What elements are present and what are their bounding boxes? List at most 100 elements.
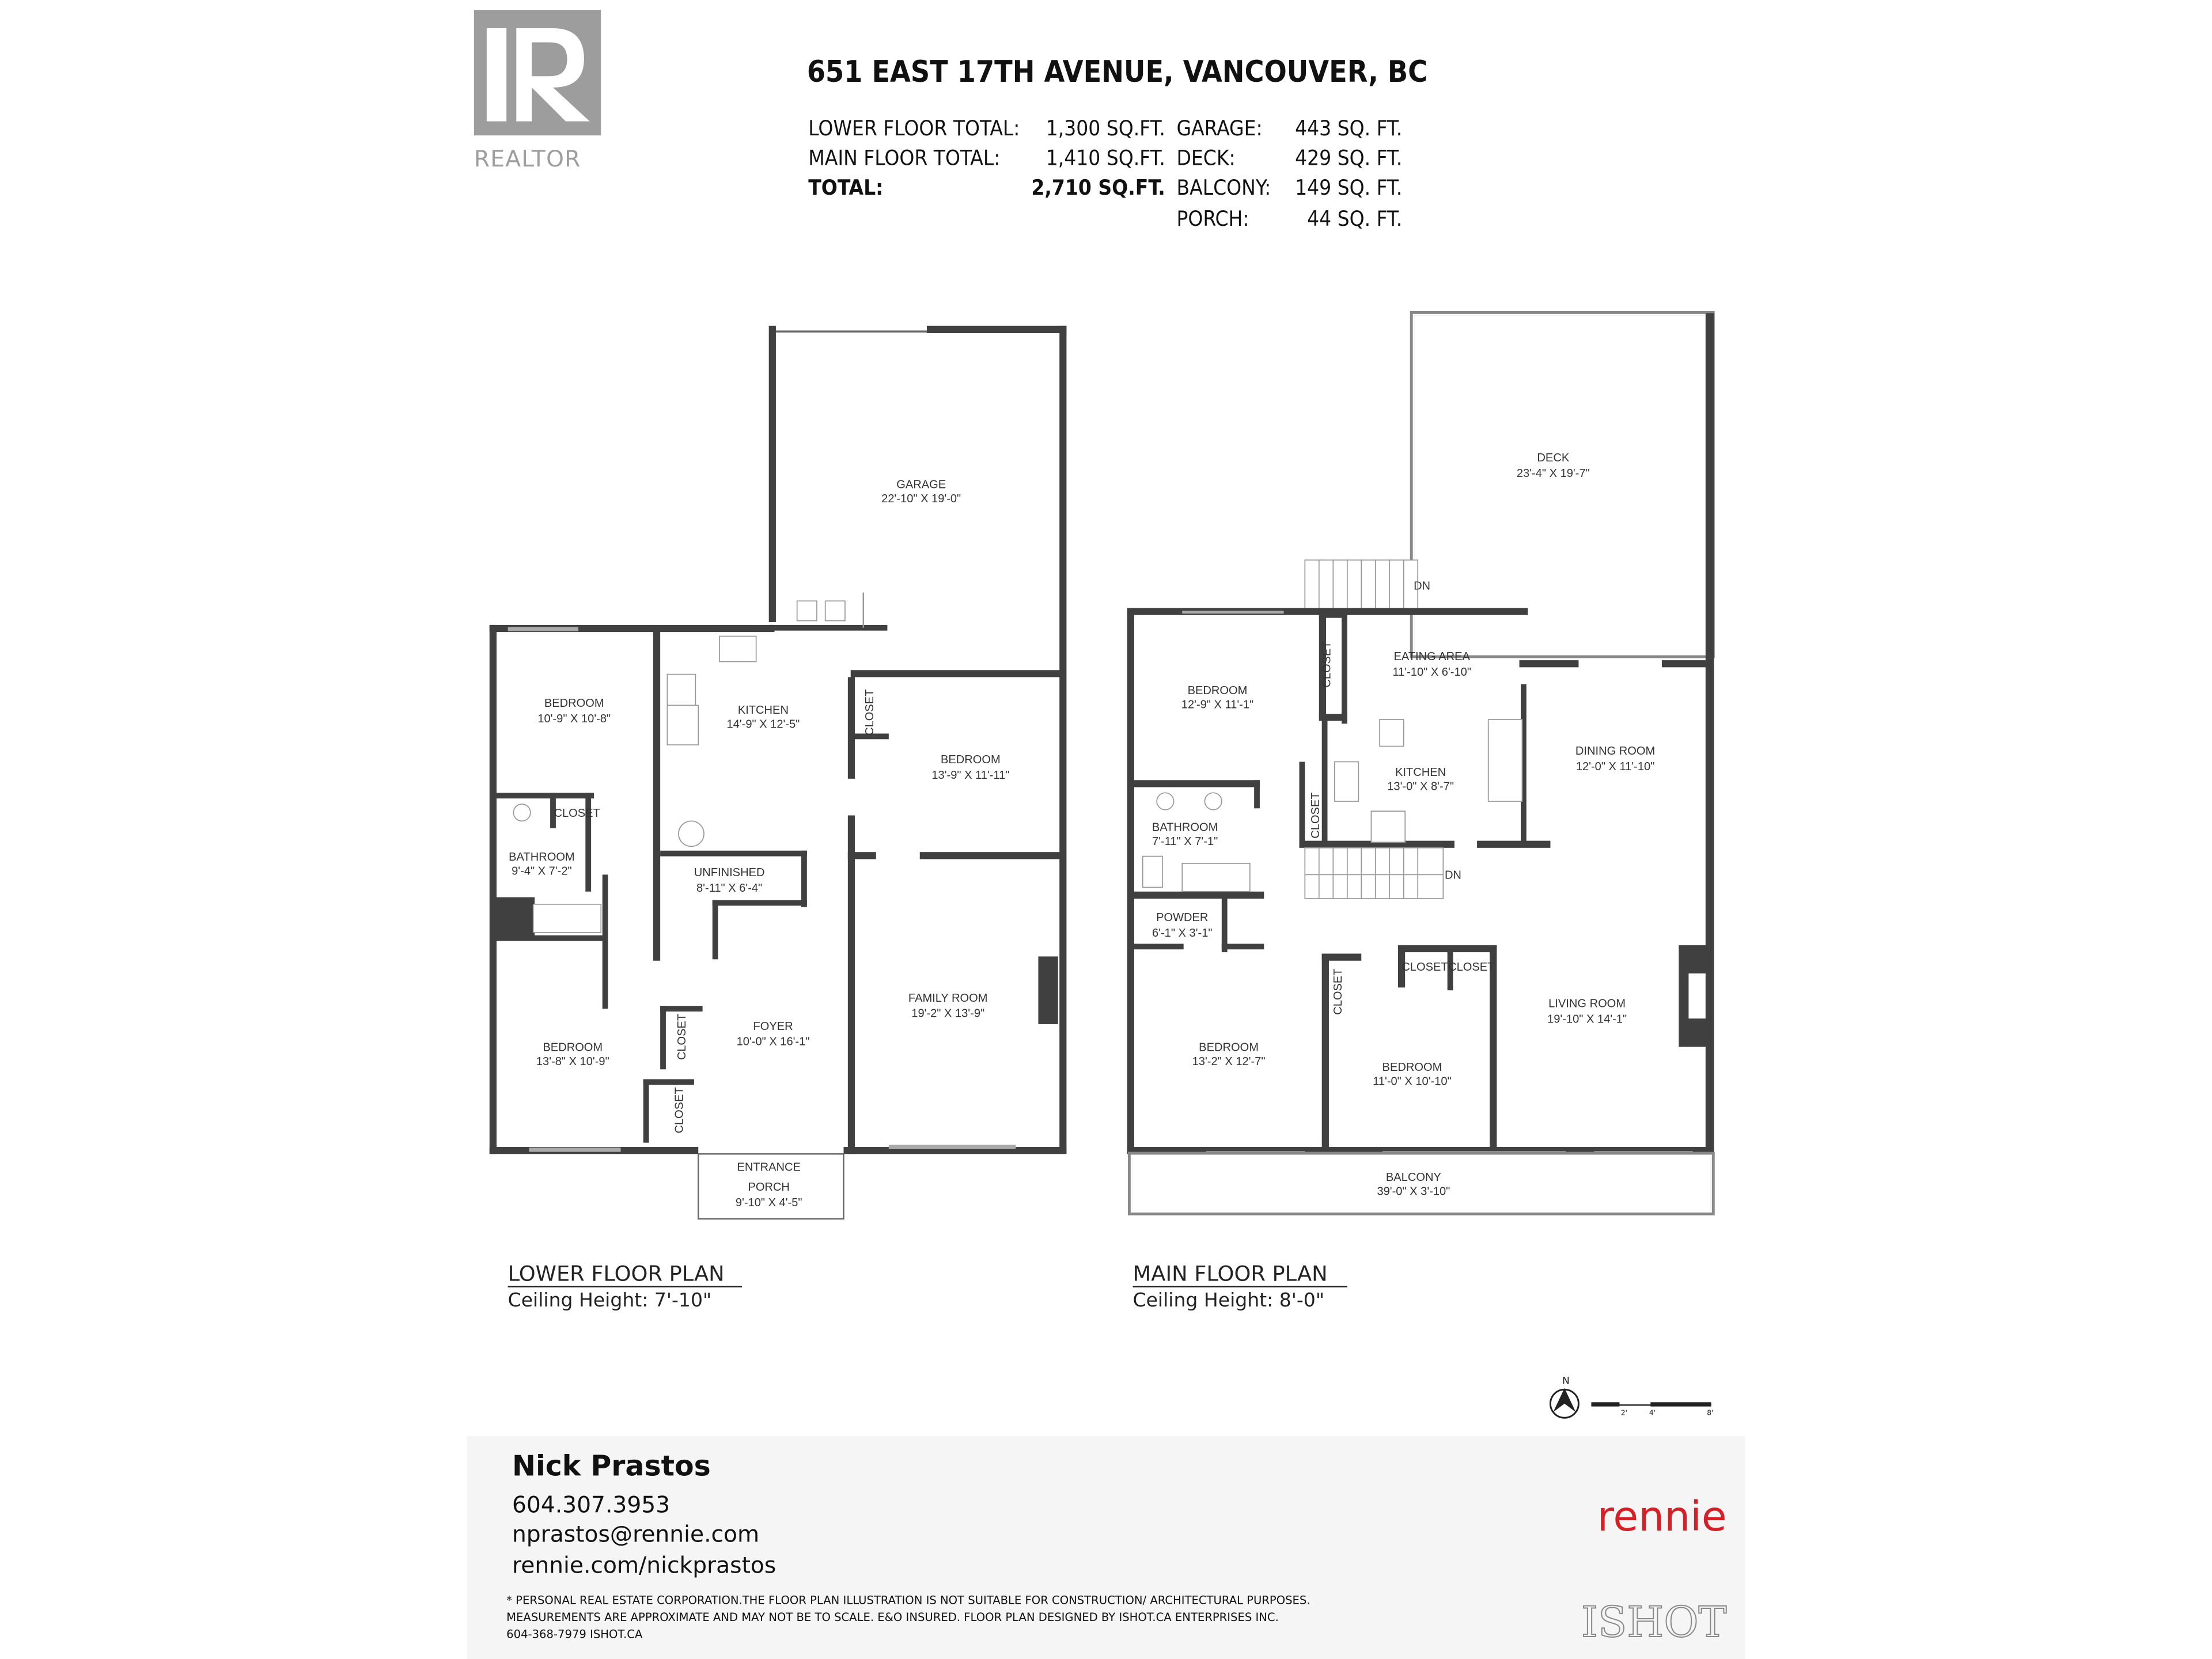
north-arrow-icon: N <box>1549 1375 1580 1419</box>
svg-text:8': 8' <box>1707 1408 1713 1416</box>
svg-text:BALCONY:: BALCONY: <box>1176 175 1271 200</box>
svg-text:429 SQ. FT.: 429 SQ. FT. <box>1295 146 1402 171</box>
svg-text:4': 4' <box>1649 1408 1656 1416</box>
svg-text:2,710 SQ.FT.: 2,710 SQ.FT. <box>1031 175 1165 200</box>
svg-text:14'-9" X 12'-5": 14'-9" X 12'-5" <box>726 718 800 731</box>
svg-text:CLOSET: CLOSET <box>1332 968 1344 1014</box>
svg-text:LOWER FLOOR TOTAL:: LOWER FLOOR TOTAL: <box>808 116 1020 141</box>
svg-text:CLOSET: CLOSET <box>554 807 600 820</box>
svg-text:MAIN FLOOR PLAN: MAIN FLOOR PLAN <box>1133 1262 1328 1286</box>
property-address: 651 EAST 17TH AVENUE, VANCOUVER, BC <box>807 55 1427 89</box>
svg-text:KITCHEN: KITCHEN <box>738 704 789 717</box>
svg-text:MEASUREMENTS ARE APPROXIMATE A: MEASUREMENTS ARE APPROXIMATE AND MAY NOT… <box>506 1611 1279 1624</box>
ishot-logo: ISHOT <box>1581 1598 1727 1647</box>
svg-text:BATHROOM: BATHROOM <box>1152 821 1218 834</box>
svg-text:BEDROOM: BEDROOM <box>544 697 604 710</box>
svg-text:13'-9" X 11'-11": 13'-9" X 11'-11" <box>931 769 1009 782</box>
agent-email[interactable]: nprastos@rennie.com <box>512 1522 759 1548</box>
svg-text:9'-4" X 7'-2": 9'-4" X 7'-2" <box>512 865 572 877</box>
main-floor-plan <box>1127 311 1715 1215</box>
svg-text:DINING ROOM: DINING ROOM <box>1575 745 1655 757</box>
svg-text:1,300 SQ.FT.: 1,300 SQ.FT. <box>1046 116 1165 141</box>
svg-text:DECK:: DECK: <box>1176 146 1235 171</box>
agent-footer: Nick Prastos 604.307.3953 nprastos@renni… <box>467 1436 1745 1659</box>
svg-text:FOYER: FOYER <box>753 1020 793 1033</box>
lower-room-labels: GARAGE 22'-10" X 19'-0" BEDROOM 10'-9" X… <box>509 478 1009 1209</box>
svg-text:LIVING ROOM: LIVING ROOM <box>1548 998 1626 1010</box>
agent-website[interactable]: rennie.com/nickprastos <box>512 1553 776 1579</box>
svg-text:GARAGE:: GARAGE: <box>1176 116 1262 141</box>
svg-text:19'-10" X 14'-1": 19'-10" X 14'-1" <box>1547 1013 1627 1026</box>
svg-text:CLOSET: CLOSET <box>1309 792 1322 838</box>
svg-text:CLOSET: CLOSET <box>673 1087 685 1133</box>
svg-text:BEDROOM: BEDROOM <box>941 753 1001 766</box>
svg-text:CLOSET: CLOSET <box>1402 961 1448 974</box>
area-stats-left: LOWER FLOOR TOTAL: 1,300 SQ.FT. MAIN FLO… <box>808 116 1165 200</box>
svg-text:Ceiling Height: 7'-10": Ceiling Height: 7'-10" <box>508 1289 712 1311</box>
svg-text:PORCH: PORCH <box>748 1181 790 1194</box>
svg-text:CLOSET: CLOSET <box>676 1014 688 1060</box>
svg-text:GARAGE: GARAGE <box>896 478 946 491</box>
svg-text:LOWER FLOOR PLAN: LOWER FLOOR PLAN <box>508 1262 725 1286</box>
svg-text:FAMILY ROOM: FAMILY ROOM <box>908 992 988 1005</box>
svg-text:13'-0" X 8'-7": 13'-0" X 8'-7" <box>1387 780 1454 793</box>
svg-text:Ceiling Height: 8'-0": Ceiling Height: 8'-0" <box>1133 1289 1325 1311</box>
area-stats-right: GARAGE: 443 SQ. FT. DECK: 429 SQ. FT. BA… <box>1176 116 1402 231</box>
scale-bar: 2' 4' 8' <box>1591 1402 1713 1416</box>
svg-text:12'-0" X 11'-10": 12'-0" X 11'-10" <box>1576 760 1655 773</box>
svg-text:BATHROOM: BATHROOM <box>509 851 575 863</box>
svg-text:39'-0" X 3'-10": 39'-0" X 3'-10" <box>1377 1185 1450 1198</box>
svg-text:8'-11" X 6'-4": 8'-11" X 6'-4" <box>696 882 762 895</box>
svg-text:DN: DN <box>1414 580 1430 593</box>
svg-text:19'-2" X 13'-9": 19'-2" X 13'-9" <box>911 1007 984 1020</box>
svg-text:10'-0" X 16'-1": 10'-0" X 16'-1" <box>737 1036 810 1048</box>
svg-text:BEDROOM: BEDROOM <box>1382 1061 1442 1074</box>
agent-phone[interactable]: 604.307.3953 <box>512 1492 670 1518</box>
svg-text:KITCHEN: KITCHEN <box>1395 766 1446 779</box>
svg-text:CLOSET: CLOSET <box>1448 961 1494 974</box>
main-floor-title: MAIN FLOOR PLAN Ceiling Height: 8'-0" <box>1132 1262 1347 1311</box>
lower-floor-title: LOWER FLOOR PLAN Ceiling Height: 7'-10" <box>508 1262 743 1311</box>
svg-text:CLOSET: CLOSET <box>863 690 876 736</box>
realtor-logo: REALTOR <box>474 10 601 172</box>
svg-text:7'-11" X 7'-1": 7'-11" X 7'-1" <box>1152 835 1218 848</box>
svg-text:BEDROOM: BEDROOM <box>1199 1041 1259 1054</box>
svg-text:CLOSET: CLOSET <box>1320 641 1333 687</box>
main-room-labels: DECK 23'-4" X 19'-7" BEDROOM 12'-9" X 11… <box>1152 452 1655 1198</box>
svg-text:EATING AREA: EATING AREA <box>1394 650 1471 663</box>
svg-text:DN: DN <box>1445 869 1461 882</box>
svg-text:12'-9" X 11'-1": 12'-9" X 11'-1" <box>1181 698 1253 711</box>
svg-text:604-368-7979 ISHOT.CA: 604-368-7979 ISHOT.CA <box>506 1627 643 1641</box>
svg-text:11'-0" X 10'-10": 11'-0" X 10'-10" <box>1373 1075 1452 1088</box>
svg-text:13'-2" X 12'-7": 13'-2" X 12'-7" <box>1192 1055 1266 1068</box>
svg-text:9'-10" X 4'-5": 9'-10" X 4'-5" <box>736 1196 802 1209</box>
svg-text:* PERSONAL REAL ESTATE CORPORA: * PERSONAL REAL ESTATE CORPORATION.THE F… <box>506 1593 1310 1607</box>
rennie-logo: rennie <box>1597 1493 1727 1540</box>
svg-text:MAIN FLOOR TOTAL:: MAIN FLOOR TOTAL: <box>808 146 1000 171</box>
svg-text:1,410 SQ.FT.: 1,410 SQ.FT. <box>1046 146 1165 171</box>
svg-text:23'-4" X 19'-7": 23'-4" X 19'-7" <box>1517 467 1590 480</box>
svg-text:BEDROOM: BEDROOM <box>1188 684 1248 697</box>
svg-text:BALCONY: BALCONY <box>1386 1171 1441 1184</box>
svg-text:22'-10" X 19'-0": 22'-10" X 19'-0" <box>881 493 961 505</box>
svg-text:BEDROOM: BEDROOM <box>543 1041 603 1054</box>
svg-text:443 SQ. FT.: 443 SQ. FT. <box>1295 116 1402 141</box>
svg-text:TOTAL:: TOTAL: <box>808 175 883 200</box>
svg-text:REALTOR: REALTOR <box>474 146 581 172</box>
svg-text:13'-8" X 10'-9": 13'-8" X 10'-9" <box>536 1055 609 1068</box>
lower-floor-plan <box>489 325 1067 1220</box>
svg-text:11'-10" X 6'-10": 11'-10" X 6'-10" <box>1392 666 1471 679</box>
svg-text:149 SQ. FT.: 149 SQ. FT. <box>1295 175 1402 200</box>
svg-text:PORCH:: PORCH: <box>1176 206 1249 231</box>
svg-text:DECK: DECK <box>1537 452 1569 464</box>
svg-text:UNFINISHED: UNFINISHED <box>694 866 765 879</box>
svg-text:POWDER: POWDER <box>1156 911 1208 924</box>
svg-text:ENTRANCE: ENTRANCE <box>737 1161 800 1174</box>
svg-text:2': 2' <box>1621 1408 1627 1416</box>
svg-text:N: N <box>1562 1375 1570 1387</box>
svg-text:6'-1" X 3'-1": 6'-1" X 3'-1" <box>1152 927 1213 940</box>
svg-text:44 SQ. FT.: 44 SQ. FT. <box>1307 206 1402 231</box>
svg-text:10'-9" X 10'-8": 10'-9" X 10'-8" <box>537 713 611 725</box>
agent-name: Nick Prastos <box>512 1450 711 1483</box>
